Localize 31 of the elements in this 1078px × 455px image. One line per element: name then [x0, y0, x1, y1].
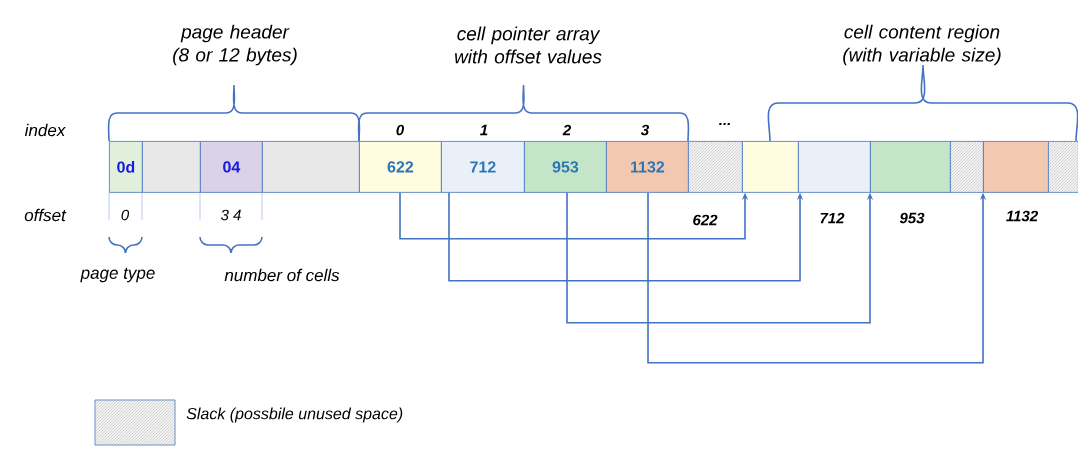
memory-cell — [262, 141, 360, 193]
brace-label: cell pointer array with offset values — [455, 26, 602, 64]
field-label: page type — [80, 267, 155, 283]
index-number: 0 — [396, 124, 404, 136]
field-label: number of cells — [224, 268, 340, 282]
offset-value: 712 — [820, 212, 845, 224]
memory-cell — [870, 141, 951, 193]
byte-cell: 712 — [441, 141, 525, 193]
index-number: 2 — [562, 124, 571, 136]
brace-label: cell content region (with variable size) — [843, 24, 1001, 66]
offset-number: 3 4 — [220, 209, 241, 221]
memory-cell — [983, 141, 1049, 193]
offset-value: 1132 — [1006, 210, 1038, 222]
byte-cell: 1132 — [606, 141, 689, 193]
byte-cell: 953 — [524, 141, 607, 193]
byte-cell: 04 — [200, 141, 263, 193]
offset-value: 622 — [693, 214, 718, 226]
memory-cell — [742, 141, 799, 193]
row-label: index — [24, 123, 66, 137]
index-number: 3 — [640, 124, 649, 136]
byte-cell: 622 — [359, 141, 442, 193]
memory-cell — [798, 141, 871, 193]
offset-number: 0 — [121, 209, 130, 221]
legend-text: Slack (possbile unused space) — [186, 407, 403, 423]
brace-label: page header (8 or 12 bytes) — [173, 24, 297, 66]
offset-value: 953 — [899, 212, 925, 224]
row-label: offset — [24, 208, 67, 222]
memory-cell — [142, 141, 201, 193]
index-number: 1 — [480, 124, 488, 136]
index-number: ... — [719, 122, 730, 126]
byte-cell: 0d — [109, 141, 143, 193]
